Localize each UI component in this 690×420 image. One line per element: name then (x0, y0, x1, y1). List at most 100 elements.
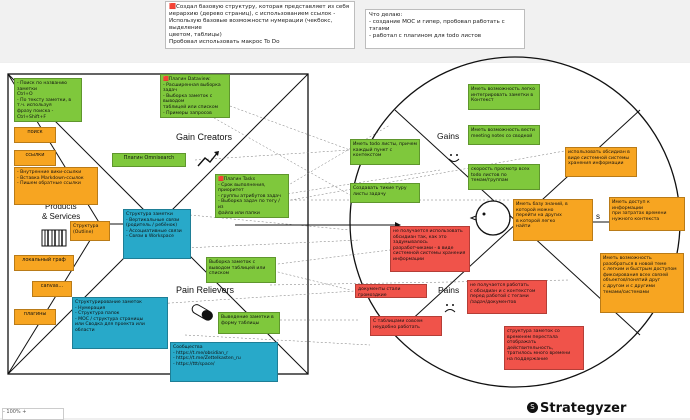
sticky-line: информации (393, 256, 425, 262)
sticky-line: Сообщества (173, 345, 203, 350)
sticky-selection-table[interactable]: Выборка заметок с выводом таблицей или с… (206, 257, 276, 283)
note-line: иерархию (дерево страниц), с использован… (169, 11, 336, 17)
top-note-right[interactable]: Что делаю: - создание МОС и гипер, пробо… (365, 9, 525, 49)
sticky-omnisearch[interactable]: Плагин Omnisearch (112, 153, 186, 167)
sticky-line: Иметь возможность вести (471, 128, 535, 133)
sticky-line: - https://t.me/obsidian_r (173, 350, 229, 356)
sticky-line: - Расширенная выборка задач (163, 82, 221, 94)
sticky-line: перейти на других (516, 213, 562, 219)
sticky-integrate[interactable]: Иметь возможность легко интегрировать за… (468, 84, 540, 110)
note-line: 🟥Создал базовую структуру, которая предс… (169, 4, 350, 10)
sticky-line: - https://t.me/Zettelkasten_ru (173, 356, 241, 362)
sticky-line: Иметь базу знаний, в (516, 202, 568, 207)
sticky-tasks[interactable]: 🟥Плагин Tasks - Срок выполнения, приорит… (215, 174, 289, 218)
sticky-canvas[interactable]: canvas... (32, 281, 72, 297)
sticky-line: на поддержание (507, 356, 548, 362)
sticky-line: - Связи в Workspace (126, 234, 174, 240)
sticky-task-type[interactable]: Создавать тикие туру листы задачу (350, 183, 420, 203)
sticky-line: (родитель / ребёнок) (126, 223, 178, 229)
sticky-communities[interactable]: Сообщества - https://t.me/obsidian_r - h… (170, 342, 278, 382)
sticky-line: неудобно работать (373, 324, 420, 330)
sticky-line: Структурирование заметок (75, 300, 142, 305)
sticky-line: локальный граф (22, 257, 66, 263)
sticky-knowledge-base[interactable]: Иметь базу знаний, в которой можно перей… (513, 199, 593, 241)
sticky-quick-find[interactable]: скорость просмотр всех todo листов по те… (468, 164, 540, 190)
sticky-line: не получается работать (470, 283, 529, 288)
top-note-left[interactable]: 🟥Создал базовую структуру, которая предс… (165, 1, 355, 49)
sticky-line: todo листов по (471, 172, 507, 178)
sticky-line: Создавать тикие туру (353, 186, 407, 191)
sticky-new-topic[interactable]: Иметь возможность разобраться в новой те… (600, 253, 684, 313)
sticky-line: Иметь возможность (603, 256, 652, 261)
sticky-line: Структура заметки (126, 212, 173, 217)
sticky-line: - Поиск по названию заметки (17, 81, 68, 92)
sticky-line: 🟥Плагин Dataview: (163, 77, 211, 82)
sticky-line: скорость просмотр всех (471, 167, 530, 172)
sticky-plugins[interactable]: плагины (14, 309, 56, 325)
sticky-line: Плагин Omnisearch (123, 155, 175, 161)
sticky-line: - По тексту заметки, в т.ч. используя (17, 97, 72, 109)
pill-icon (191, 304, 213, 321)
sticky-outline[interactable]: Структура (Outline) (70, 221, 110, 241)
sticky-line: Контекст (471, 98, 494, 104)
sticky-search-notes[interactable]: - Поиск по названию заметки Ctrl+O - По … (14, 78, 82, 122)
sticky-line: объектов/понятий друг (603, 278, 661, 284)
sticky-line: виде системной системы (568, 155, 630, 161)
sticky-line: списком (209, 271, 230, 277)
sticky-purpose[interactable]: Иметь доступ к информации при затратах в… (609, 197, 685, 231)
sticky-links[interactable]: ссылки (14, 150, 56, 166)
sticky-line: или Сводка для проекта или (75, 322, 145, 328)
sticky-local-graph[interactable]: локальный граф (14, 255, 74, 271)
sticky-line: при затратах времени (612, 211, 667, 217)
sticky-meeting[interactable]: Иметь возможность вести meeting notes со… (468, 125, 540, 145)
smile-icon (448, 154, 460, 162)
sticky-line: Иметь todo листы, причем (353, 142, 417, 147)
sticky-line: /задач/документов (470, 299, 517, 305)
sticky-line: - Пишем обратные ссылки (17, 181, 81, 187)
sticky-line: Выборка заметок с (209, 260, 256, 265)
sticky-line: обсидиан так, как это (393, 234, 447, 240)
sticky-note-structure[interactable]: Структура заметки - Вертикальные связи (… (123, 209, 191, 259)
sticky-links-list[interactable]: - Внутренние вики-ссылки - Вставка Markd… (14, 167, 98, 205)
sticky-overview[interactable]: использовать обсидиан в виде системной с… (565, 147, 637, 177)
sticky-poisk[interactable]: поиск (14, 127, 56, 143)
sticky-line: разработчиками - в виде (393, 245, 454, 251)
sticky-line: canvas... (40, 283, 64, 289)
sticky-line: файла или папки (218, 210, 260, 216)
sticky-tables-slow[interactable]: С таблицами совсем неудобно работать (370, 316, 442, 336)
sticky-line: - группы атрибутов задач (218, 193, 281, 199)
sticky-table-view[interactable]: Выведение заметки в форму таблицы (218, 312, 280, 334)
sticky-line: фиксирования всех связей (603, 272, 669, 278)
sticky-line: - Выборка задач по тегу / из (218, 199, 280, 210)
zoom-control[interactable]: - 100% + (2, 408, 64, 420)
strategyzer-logo-text: Strategyzer (540, 401, 627, 416)
sticky-todo-lists[interactable]: Иметь todo листы, причем каждый пункт с … (350, 139, 420, 165)
sticky-lost-purpose[interactable]: не получается использовать обсидиан так,… (390, 226, 470, 272)
sticky-line: с другом и с другими (603, 283, 656, 289)
sticky-struct-notes[interactable]: Структурирование заметок - Нумерация - С… (72, 297, 168, 349)
sticky-line: каждый пункт с (353, 147, 393, 153)
sticky-line: - Структура папок (75, 311, 120, 317)
sticky-line: - Примеры запросов (163, 110, 212, 116)
sticky-line: контекстом (353, 153, 382, 159)
sticky-cant-work[interactable]: не получается работать с обсидиан и с ко… (467, 280, 547, 314)
note-line: Использую базовые возможности нумерации … (169, 18, 333, 31)
jobs-title: s (596, 212, 600, 221)
sticky-line: выводом таблицей или (209, 265, 266, 271)
sticky-line: системной системы хранения (393, 251, 466, 257)
sticky-line: разобраться в новой теме (603, 261, 667, 267)
sticky-dataview[interactable]: 🟥Плагин Dataview: - Расширенная выборка … (160, 74, 230, 118)
sticky-line: перед работой с тегами (470, 294, 529, 300)
sticky-line: которой можно (516, 207, 554, 213)
sticky-line: - Вставка Markdown-ссылок (17, 175, 84, 181)
sticky-line: с обсидиан и с контекстом (470, 288, 536, 294)
sticky-docs-heavy[interactable]: документы стали громоздкие (355, 284, 427, 298)
products-title: Products (45, 202, 77, 211)
sticky-line: ссылки (25, 152, 45, 158)
gain-creators-title: Gain Creators (176, 132, 233, 142)
sticky-line: тратилось много времени (507, 351, 571, 357)
sticky-structure-time[interactable]: структура заметок со временем перестала … (504, 326, 584, 370)
sticky-line: темами/системами (603, 289, 650, 295)
note-line: Пробовал использовать макрос To Do (169, 39, 280, 45)
sticky-line: структура заметок со (507, 329, 560, 334)
